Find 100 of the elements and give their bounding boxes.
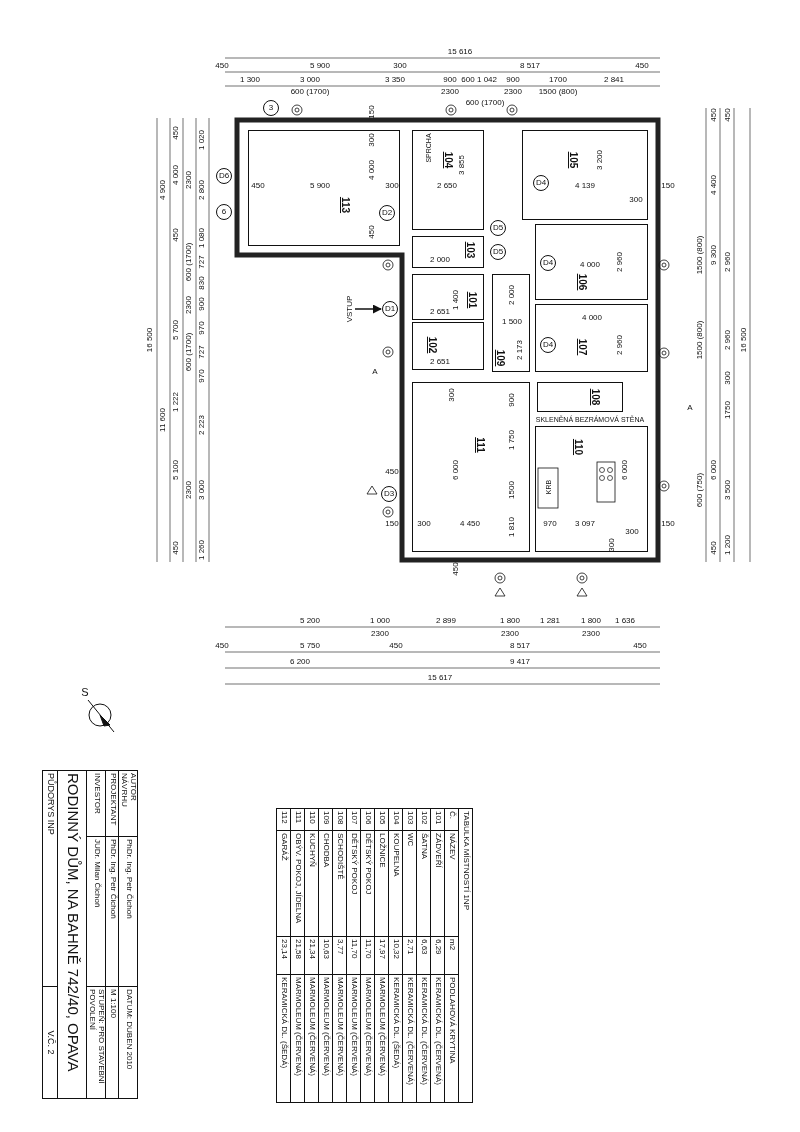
table-cell: MARMOLEUM (ČERVENÁ) (346, 974, 361, 1103)
room-outline (537, 382, 623, 412)
room-outline (535, 224, 648, 300)
table-cell: KUCHYŇ (304, 830, 319, 937)
table-cell: PROJEKTANT (105, 770, 119, 837)
dimension-text: 16 500 (146, 327, 154, 353)
table-cell: KERAMICKÁ DL. (ČERVENÁ) (402, 974, 417, 1103)
table-cell: KERAMICKÁ DL. (ŠEDÁ) (276, 974, 291, 1103)
room-number: 108 (590, 388, 600, 406)
header-cell: m2 (444, 936, 459, 975)
table-cell: DATUM: DUBEN 2010 (118, 986, 138, 1099)
table-cell: GARÁŽ (276, 830, 291, 937)
table-cell: DĚTSKÝ POKOJ (346, 830, 361, 937)
room-outline (492, 274, 530, 372)
section-mark: A (372, 368, 378, 376)
table-cell: 21,58 (290, 936, 305, 975)
dimension-text: 2 960 (616, 335, 624, 355)
dimension-text: 2300 (185, 481, 193, 499)
dimension-text: 5 700 (172, 320, 180, 340)
room-number: 107 (577, 338, 587, 356)
door-tag: D4 (533, 175, 549, 191)
table-cell: MARMOLEUM (ČERVENÁ) (374, 974, 389, 1103)
table-cell: PhDr. Ing. Petr Čichoň (118, 836, 138, 987)
dimension-text: 4 139 (575, 182, 595, 190)
dimension-text: 1 800 (581, 617, 601, 625)
room-number: 113 (340, 196, 350, 214)
dimension-text: 3 000 (198, 480, 206, 500)
table-cell: 110 (304, 808, 319, 831)
dimension-text: 300 (385, 182, 399, 190)
dimension-text: 1 042 (477, 76, 497, 84)
dimension-text: 1500 (508, 481, 516, 499)
dimension-text: 1500 (800) (696, 235, 704, 275)
table-cell: LOŽNICE (374, 830, 389, 937)
table-cell: DĚTSKÝ POKOJ (360, 830, 375, 937)
dimension-text: 4 900 (159, 180, 167, 200)
arrow (354, 304, 382, 314)
dimension-text: 2 650 (437, 182, 457, 190)
dimension-text: 900 (508, 393, 516, 407)
dimension-text: 1 500 (502, 318, 522, 326)
door-tag: 3 (263, 100, 279, 116)
table-cell: CHODBA (318, 830, 333, 937)
table-cell: OBÝV. POKOJ, JÍDELNA (290, 830, 305, 937)
dimension-text: 4 000 (582, 314, 602, 322)
room-number: 110 (573, 438, 583, 456)
dimension-text: 300 (368, 133, 376, 147)
dimension-text: 150 (385, 520, 399, 528)
dimension-text: 5 100 (172, 460, 180, 480)
dimension-text: 900 (198, 297, 206, 311)
drawing-title: RODINNÝ DŮM, NA BAHNĚ 742/40, OPAVA (57, 770, 87, 1099)
dimension-text: 5 200 (300, 617, 320, 625)
table-cell: 108 (332, 808, 347, 831)
door-tag: 6 (216, 204, 232, 220)
dimension-text: 150 (368, 105, 376, 119)
dimension-text: 16 500 (740, 327, 748, 353)
dimension-text: 1 400 (452, 290, 460, 310)
table-cell: MARMOLEUM (ČERVENÁ) (332, 974, 347, 1103)
table-cell: 17,97 (374, 936, 389, 975)
dimension-text: 5 900 (310, 182, 330, 190)
room-outline (412, 382, 530, 552)
dimension-text: 2 841 (604, 76, 624, 84)
door-tag: D6 (216, 168, 232, 184)
room-outline (522, 130, 648, 220)
table-cell: 6,63 (416, 936, 431, 975)
header-cell: Č. (444, 808, 459, 831)
dimension-text: 150 (661, 182, 675, 190)
table-cell: 109 (318, 808, 333, 831)
dimension-text: 2 899 (436, 617, 456, 625)
dimension-text: 600 (1700) (290, 88, 330, 96)
dimension-text: 3 097 (575, 520, 595, 528)
room-number: 103 (465, 241, 475, 259)
dimension-text: 1 300 (240, 76, 260, 84)
dimension-text: 2300 (504, 88, 522, 96)
dimension-text: 300 (417, 520, 431, 528)
dimension-text: 450 (710, 108, 718, 122)
dimension-text: 450 (635, 62, 649, 70)
dimension-text: 970 (543, 520, 557, 528)
dimension-text: 300 (625, 528, 639, 536)
door-tag: D4 (540, 337, 556, 353)
dimension-text: 727 (198, 255, 206, 269)
dimension-text: 450 (215, 62, 229, 70)
table-cell: 106 (360, 808, 375, 831)
table-cell: 21,34 (304, 936, 319, 975)
table-cell: STUPEŇ: PRO STAVEBNÍ POVOLENÍ (86, 986, 106, 1099)
table-cell: 6,29 (430, 936, 445, 975)
table-cell: ZÁDVEŘÍ (430, 830, 445, 937)
table-cell: AUTOR NÁVRHU (118, 770, 138, 837)
table-cell: 11,70 (360, 936, 375, 975)
north-label: S (81, 686, 89, 698)
room-outline (248, 130, 400, 246)
dimension-text: 450 (215, 642, 229, 650)
dimension-text: 600 (1700) (185, 332, 193, 372)
dimension-text: 2 000 (430, 256, 450, 264)
dimension-text: 3 200 (596, 150, 604, 170)
dimension-text: 2300 (441, 88, 459, 96)
table-cell: 10,63 (318, 936, 333, 975)
table-cell: KERAMICKÁ DL. (ČERVENÁ) (430, 974, 445, 1103)
door-tag: D5 (490, 244, 506, 260)
dimension-text: 300 (393, 62, 407, 70)
table-cell: 102 (416, 808, 431, 831)
dimension-text: 1700 (549, 76, 567, 84)
